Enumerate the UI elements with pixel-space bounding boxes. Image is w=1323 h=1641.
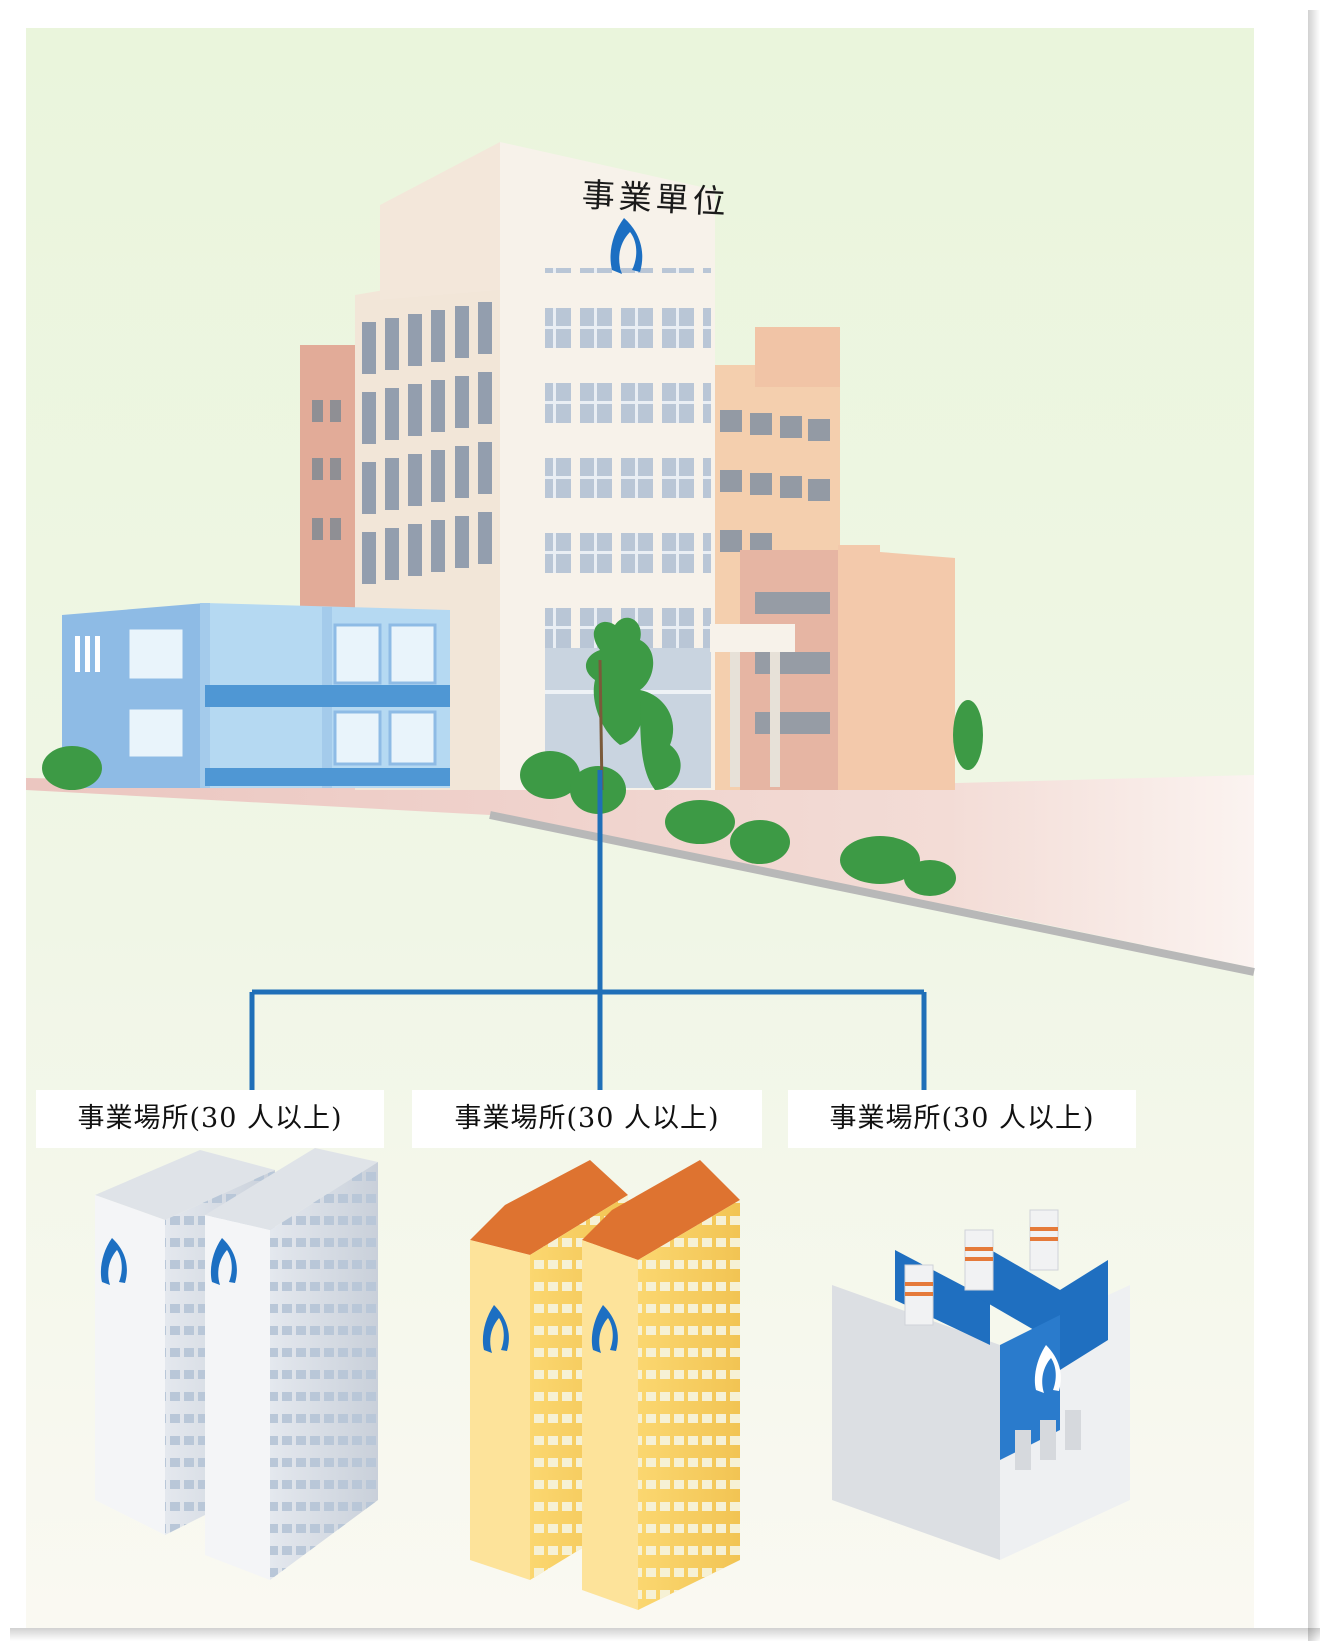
trees	[42, 617, 983, 896]
hierarchy-connector	[249, 770, 927, 1090]
site-label-1: 事業場所(30 人以上)	[36, 1090, 384, 1148]
hq-sign-text: 事業單位	[580, 175, 731, 222]
site-label-2: 事業場所(30 人以上)	[412, 1090, 762, 1148]
frame-shadow-bottom	[10, 1628, 1320, 1641]
site-3-logo-icon	[1034, 1345, 1061, 1393]
site-1-logo-icon	[100, 1238, 127, 1285]
site-2-yellow-towers	[470, 1160, 740, 1610]
tree-trunk	[598, 659, 604, 791]
site-1-grey-towers	[95, 1148, 378, 1580]
hq-logo-icon	[610, 218, 643, 274]
site-2-logo-icon	[482, 1305, 509, 1353]
site-2-logo-icon-2	[591, 1305, 618, 1353]
site-1-logo-icon-2	[210, 1238, 237, 1285]
frame-shadow-right	[1308, 10, 1320, 1641]
site-3-factory	[832, 1209, 1130, 1560]
site-label-3: 事業場所(30 人以上)	[788, 1090, 1136, 1148]
road	[26, 775, 1255, 976]
blue-building	[62, 603, 450, 788]
